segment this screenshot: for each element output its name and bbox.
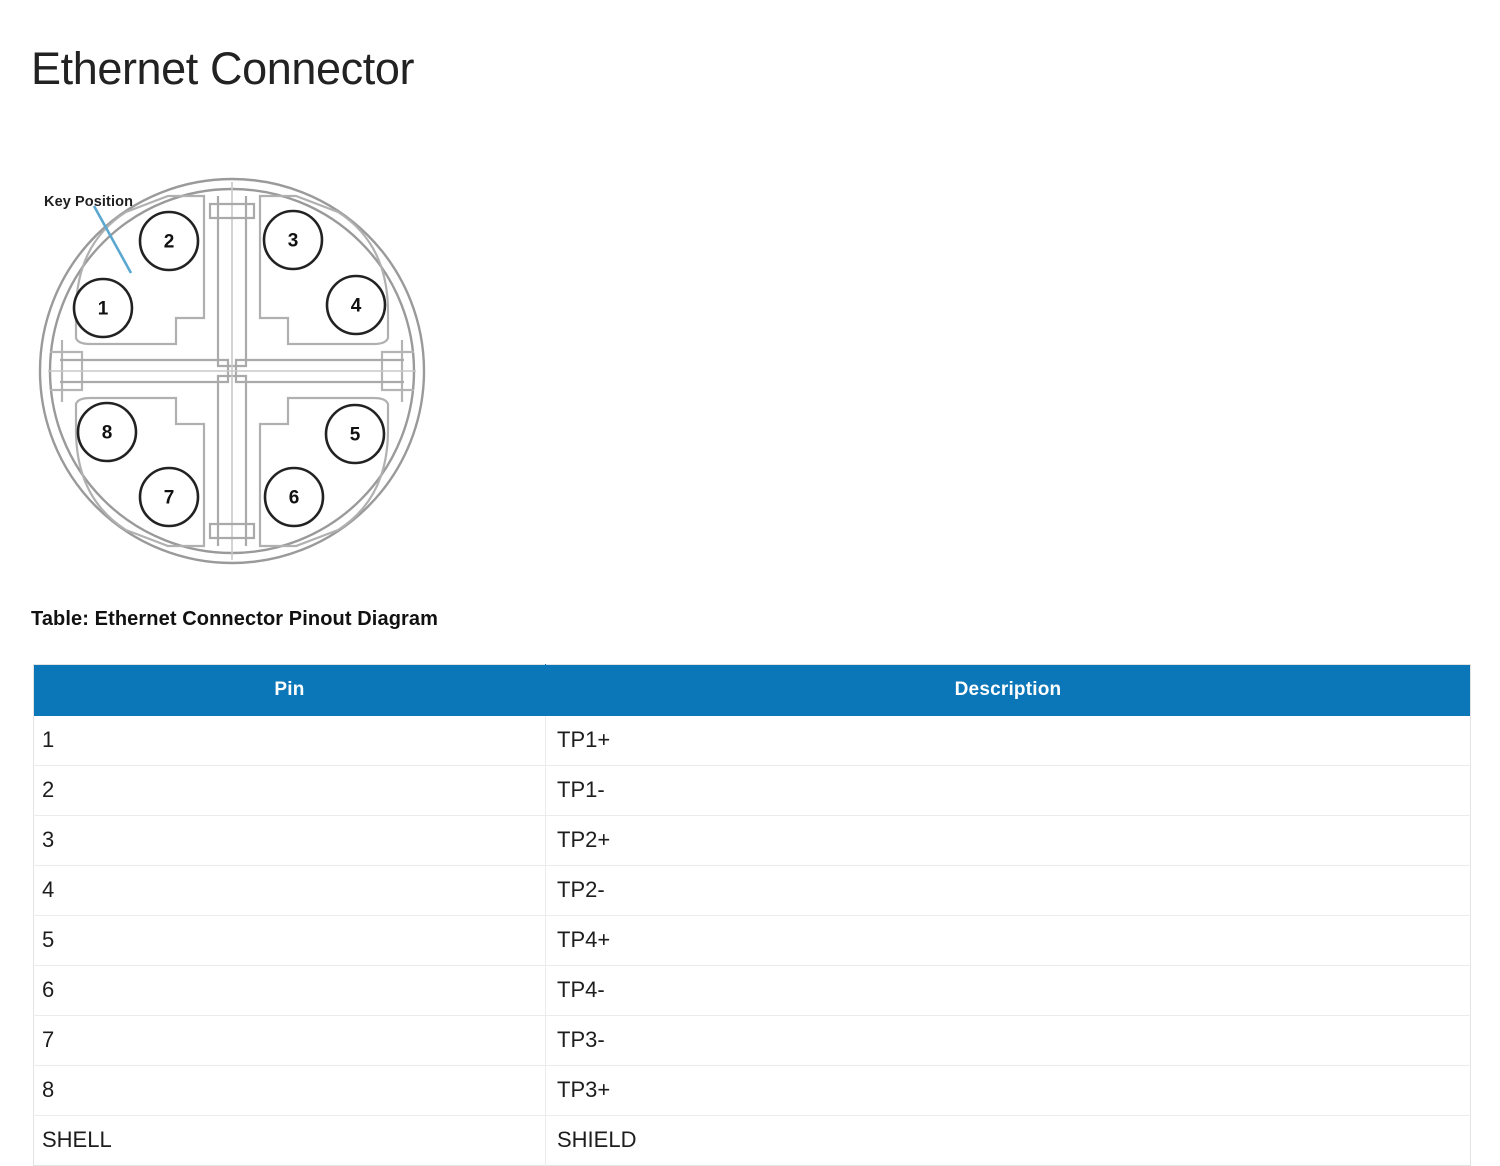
pin-4-number: 4 <box>351 296 362 317</box>
cell-pin: 2 <box>33 765 546 816</box>
pin-4: 4 <box>325 274 387 336</box>
pin-3-number: 3 <box>288 231 299 252</box>
cell-description: TP3- <box>545 1015 1471 1066</box>
pin-6-circle <box>263 466 325 528</box>
pin-7-circle <box>138 466 200 528</box>
cell-description: SHIELD <box>557 1127 637 1152</box>
connector-quadrant-pockets <box>74 194 390 548</box>
pin-7-number: 7 <box>164 488 175 509</box>
key-position-leader-line <box>92 205 133 274</box>
pinout-table: Pin Description 1 TP1+ 2 TP1- 3 TP2+ 4 T… <box>33 664 1471 1166</box>
cell-description: TP4+ <box>545 915 1471 966</box>
cell-description: TP1+ <box>545 716 1471 766</box>
table-row: 8 TP3+ <box>33 1065 1471 1116</box>
cell-pin: 1 <box>33 716 546 766</box>
table-caption: Table: Ethernet Connector Pinout Diagram <box>31 608 438 630</box>
ethernet-connector-figure: Key Position 1 2 3 4 5 <box>20 160 450 580</box>
cell-pin: 6 <box>33 965 546 1016</box>
cell-pin: 8 <box>33 1065 546 1116</box>
page-title: Ethernet Connector <box>31 43 415 95</box>
connector-vertical-slot <box>208 182 256 560</box>
pinout-table-head: Pin Description <box>33 664 1471 716</box>
cell-pin: 4 <box>33 865 546 916</box>
cell-description: TP1- <box>545 765 1471 816</box>
cell-pin: SHELL <box>33 1115 546 1166</box>
pinout-table-container: Pin Description 1 TP1+ 2 TP1- 3 TP2+ 4 T… <box>33 664 1471 1166</box>
cell-pin: 7 <box>33 1015 546 1066</box>
pin-8-number: 8 <box>102 423 113 444</box>
pin-5-number: 5 <box>350 425 361 446</box>
table-row: 7 TP3- <box>33 1015 1471 1066</box>
pin-2: 2 <box>138 210 200 272</box>
pin-4-circle <box>325 274 387 336</box>
table-row: 1 TP1+ <box>33 716 1471 766</box>
pin-8-circle <box>76 401 138 463</box>
pin-1: 1 <box>72 277 134 339</box>
cell-description: TP4- <box>545 965 1471 1016</box>
pin-5: 5 <box>324 403 386 465</box>
pin-6-number: 6 <box>289 488 300 509</box>
pin-6: 6 <box>263 466 325 528</box>
column-header-description: Description <box>545 664 1471 716</box>
pinout-table-body: 1 TP1+ 2 TP1- 3 TP2+ 4 TP2- 5 TP4+ 6 TP4… <box>33 716 1471 1166</box>
connector-diagram-svg: Key Position 1 2 3 4 5 <box>38 177 426 565</box>
cell-description: TP3+ <box>545 1065 1471 1116</box>
table-row: SHELL SHIELD <box>33 1115 1471 1166</box>
table-row: 3 TP2+ <box>33 815 1471 866</box>
pin-1-circle <box>72 277 134 339</box>
table-row: 4 TP2- <box>33 865 1471 916</box>
pin-3: 3 <box>262 209 324 271</box>
cell-pin: 5 <box>33 915 546 966</box>
cell-description: TP2+ <box>545 815 1471 866</box>
pin-2-circle <box>138 210 200 272</box>
cell-description: TP2- <box>545 865 1471 916</box>
pin-7: 7 <box>138 466 200 528</box>
table-row: 6 TP4- <box>33 965 1471 1016</box>
pin-5-circle <box>324 403 386 465</box>
pin-1-number: 1 <box>98 299 109 320</box>
table-header-row: Pin Description <box>33 664 1471 716</box>
table-row: 5 TP4+ <box>33 915 1471 966</box>
column-header-pin: Pin <box>33 664 546 716</box>
pin-3-circle <box>262 209 324 271</box>
cell-pin: 3 <box>33 815 546 866</box>
table-row: 2 TP1- <box>33 765 1471 816</box>
key-position-label: Key Position <box>44 194 133 210</box>
pin-circles-group: 1 2 3 4 5 6 7 <box>72 209 387 528</box>
pin-8: 8 <box>76 401 138 463</box>
pin-2-number: 2 <box>164 232 175 253</box>
